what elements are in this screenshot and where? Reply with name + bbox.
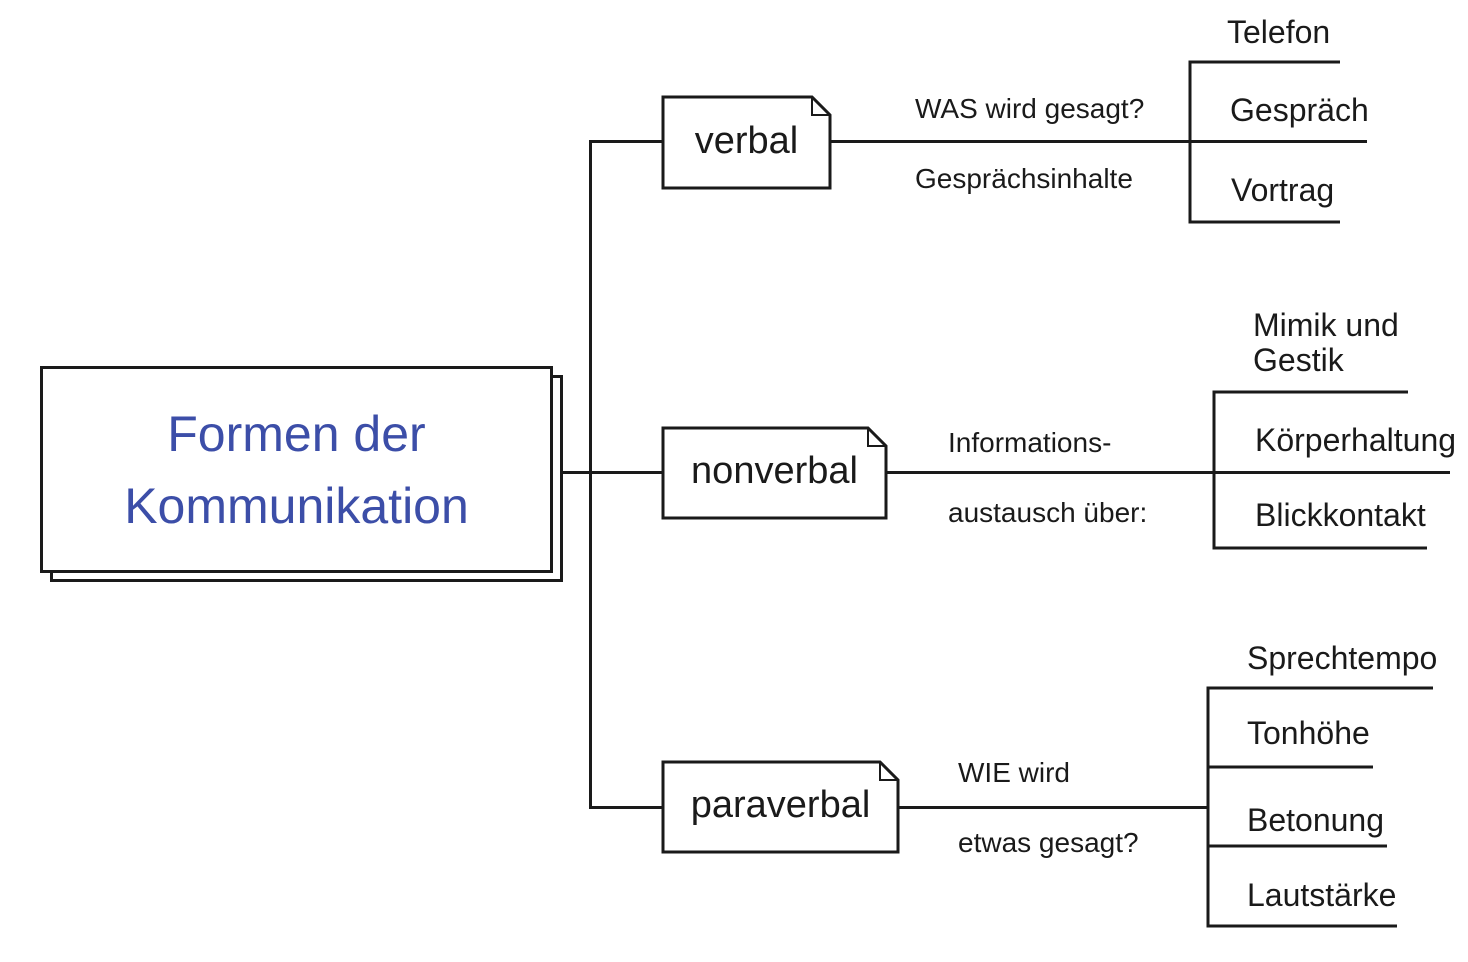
root-title-line2: Kommunikation xyxy=(124,477,469,534)
node-nonverbal-label: nonverbal xyxy=(691,450,858,492)
verbal-node-box xyxy=(661,95,832,190)
node-verbal-label: verbal xyxy=(694,119,799,162)
leaf-koerperhaltung: Körperhaltung xyxy=(1255,422,1457,458)
leaf-blickkontakt: Blickkontakt xyxy=(1255,497,1426,533)
nonverbal-description: Informations- austausch über: xyxy=(948,390,1147,565)
nonverbal-node-fold-icon xyxy=(867,428,886,447)
leaf-lautstaerke: Lautstärke xyxy=(1247,877,1397,913)
leaf-tonhoehe: Tonhöhe xyxy=(1247,715,1370,751)
paraverbal-node-fold-icon xyxy=(879,762,898,781)
node-paraverbal-label: paraverbal xyxy=(690,784,871,826)
paraverbal-description-line2: etwas gesagt? xyxy=(958,827,1139,858)
paraverbal-description: WIE wird etwas gesagt? xyxy=(958,720,1139,895)
leaf-gespraech: Gespräch xyxy=(1230,92,1369,128)
verbal-node-fold-icon xyxy=(811,97,830,116)
nonverbal-node-box xyxy=(661,426,888,520)
leaf-vortrag: Vortrag xyxy=(1231,172,1335,208)
leaf-sprechtempo: Sprechtempo xyxy=(1247,640,1438,676)
leaf-mimik-und-gestik: Mimik und Gestik xyxy=(1253,307,1399,378)
leaf-telefon: Telefon xyxy=(1227,14,1331,50)
leaf-betonung: Betonung xyxy=(1247,802,1385,838)
paraverbal-description-line1: WIE wird xyxy=(958,757,1070,788)
nonverbal-description-line1: Informations- xyxy=(948,427,1112,458)
root-title: Formen der Kommunikation xyxy=(124,398,469,542)
root-node: Formen der Kommunikation xyxy=(40,366,553,573)
verbal-description: WAS wird gesagt? Gesprächsinhalte xyxy=(915,56,1144,231)
verbal-description-line1: WAS wird gesagt? xyxy=(915,93,1145,124)
root-title-line1: Formen der xyxy=(167,405,426,462)
nonverbal-description-line2: austausch über: xyxy=(948,497,1148,528)
verbal-description-line2: Gesprächsinhalte xyxy=(915,163,1133,194)
paraverbal-node-box xyxy=(661,760,900,854)
